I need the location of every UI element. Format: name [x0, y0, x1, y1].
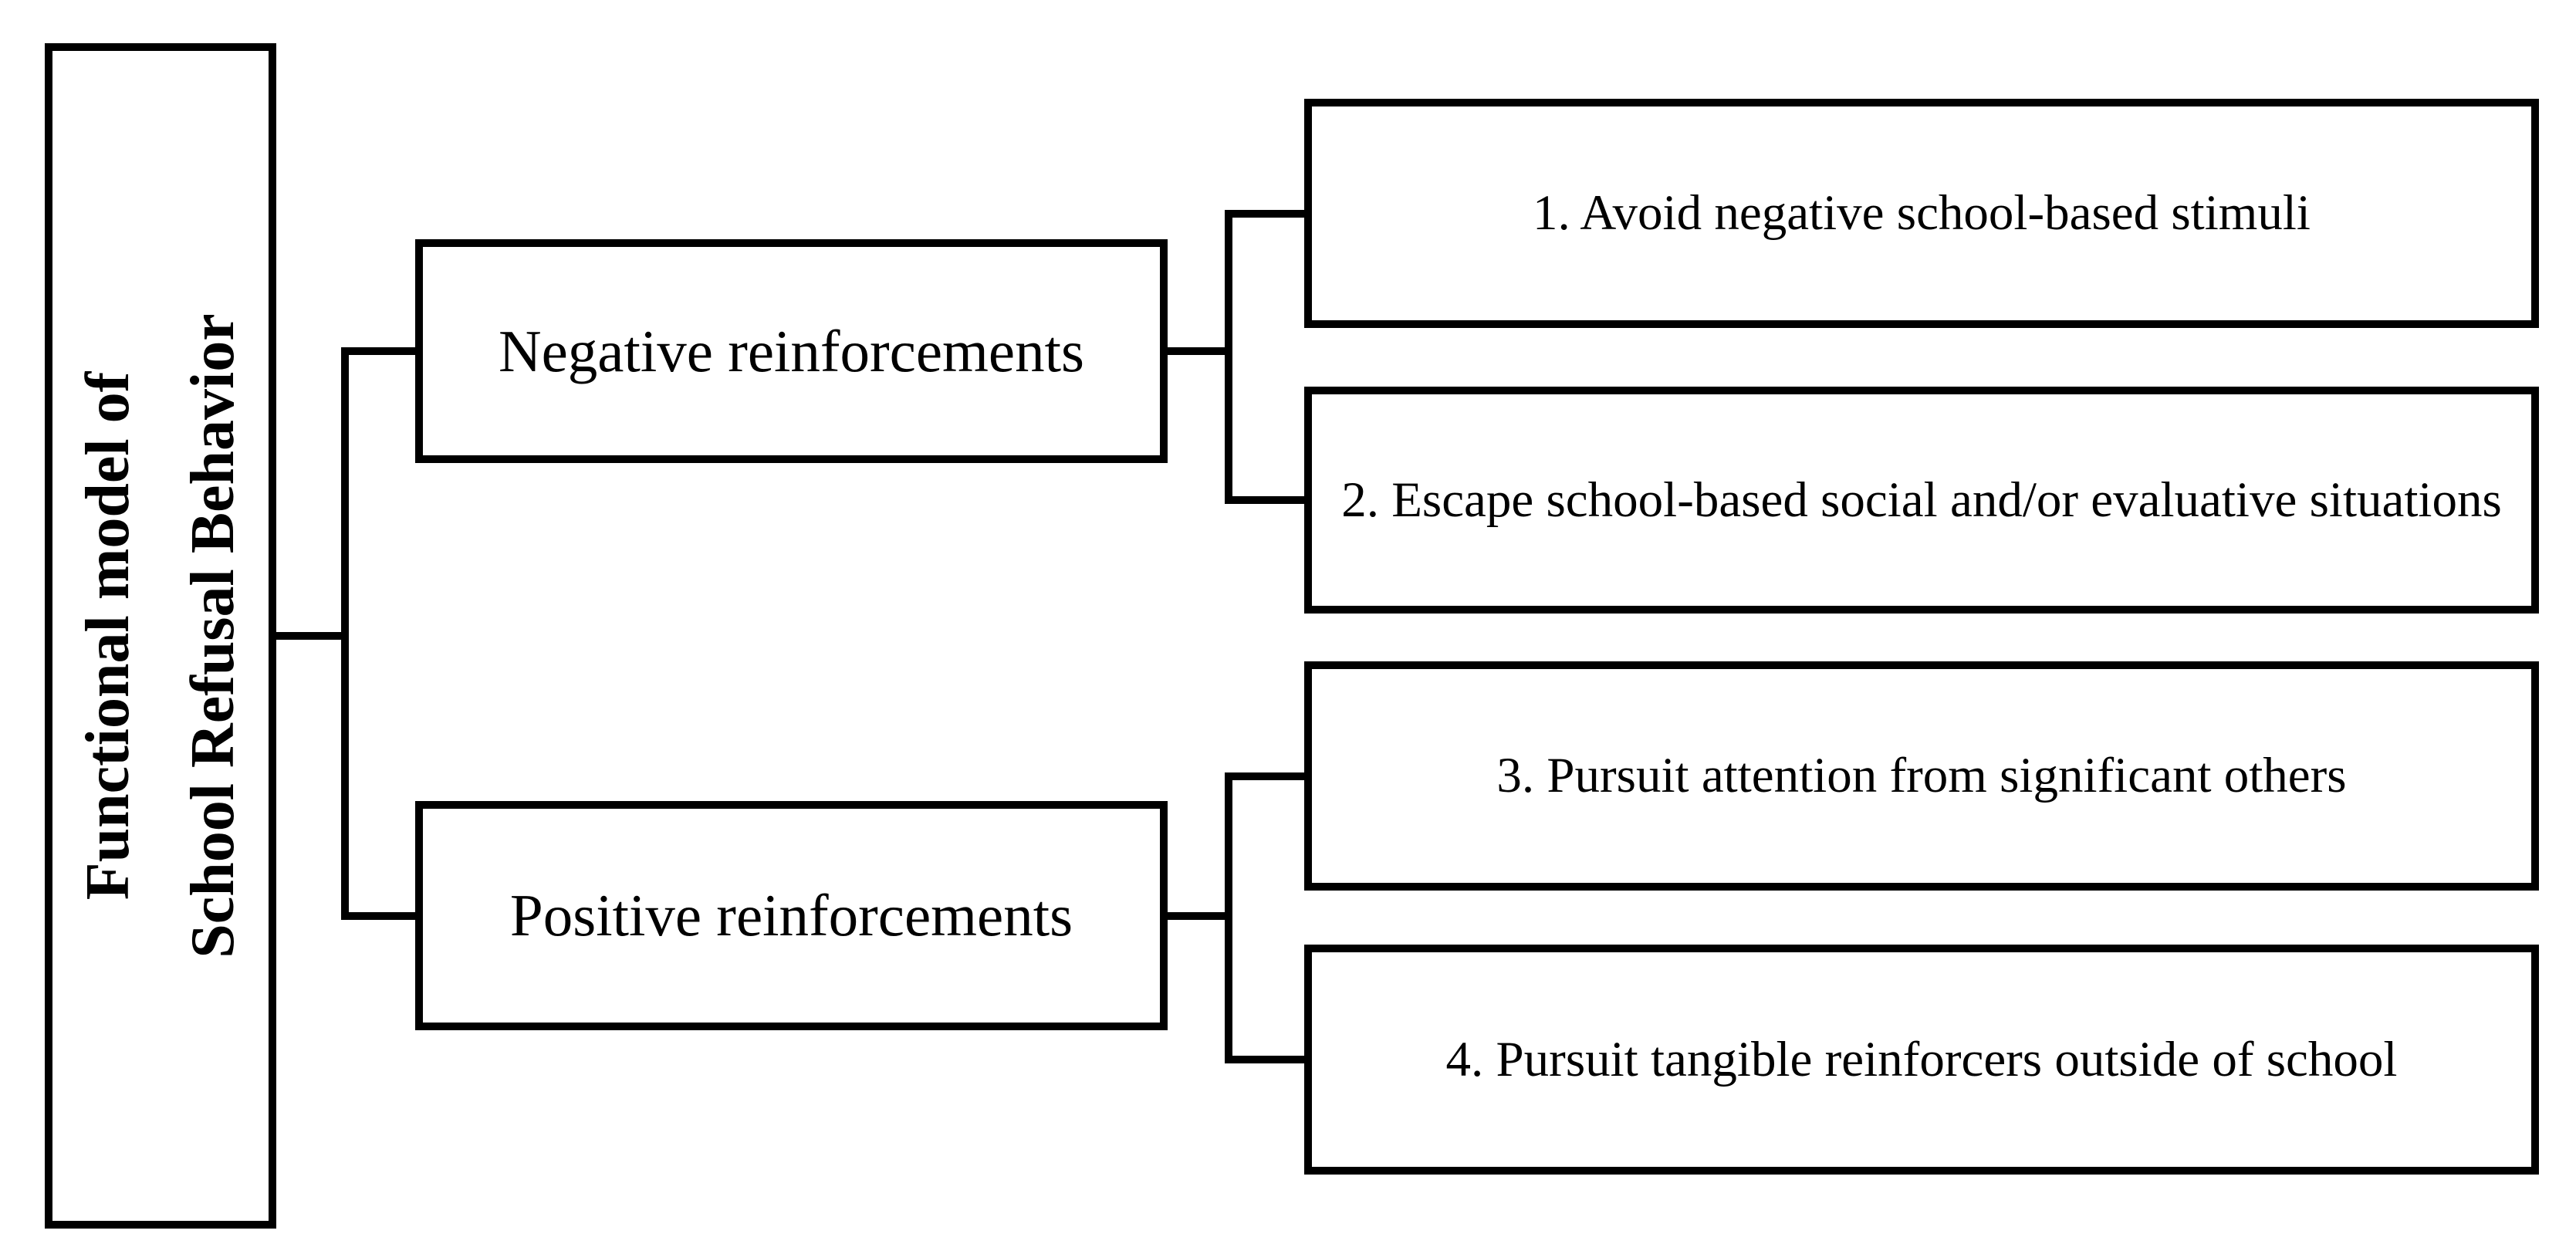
function-label-1: 1. Avoid negative school-based stimuli [1533, 185, 2311, 242]
function-label-2: 2. Escape school-based social and/or eva… [1341, 472, 2502, 528]
function-label-3: 3. Pursuit attention from significant ot… [1496, 748, 2347, 804]
root-box: Functional model of School Refusal Behav… [45, 43, 276, 1229]
branch-label-positive: Positive reinforcements [509, 882, 1073, 948]
function-box-3: 3. Pursuit attention from significant ot… [1304, 661, 2539, 891]
root-title-line1: Functional model of [74, 371, 142, 901]
function-box-1: 1. Avoid negative school-based stimuli [1304, 99, 2539, 328]
root-title-line2: School Refusal Behavior [179, 313, 247, 958]
connector-negative-bracket [1225, 210, 1304, 504]
function-box-4: 4. Pursuit tangible reinforcers outside … [1304, 945, 2539, 1175]
branch-box-positive: Positive reinforcements [415, 801, 1168, 1030]
connector-root-bracket [341, 347, 415, 920]
function-box-2: 2. Escape school-based social and/or eva… [1304, 387, 2539, 614]
branch-label-negative: Negative reinforcements [499, 317, 1084, 384]
branch-box-negative: Negative reinforcements [415, 239, 1168, 463]
connector-positive-bracket [1225, 772, 1304, 1063]
function-label-4: 4. Pursuit tangible reinforcers outside … [1445, 1031, 2398, 1087]
root-title: Functional model of School Refusal Behav… [56, 313, 265, 958]
